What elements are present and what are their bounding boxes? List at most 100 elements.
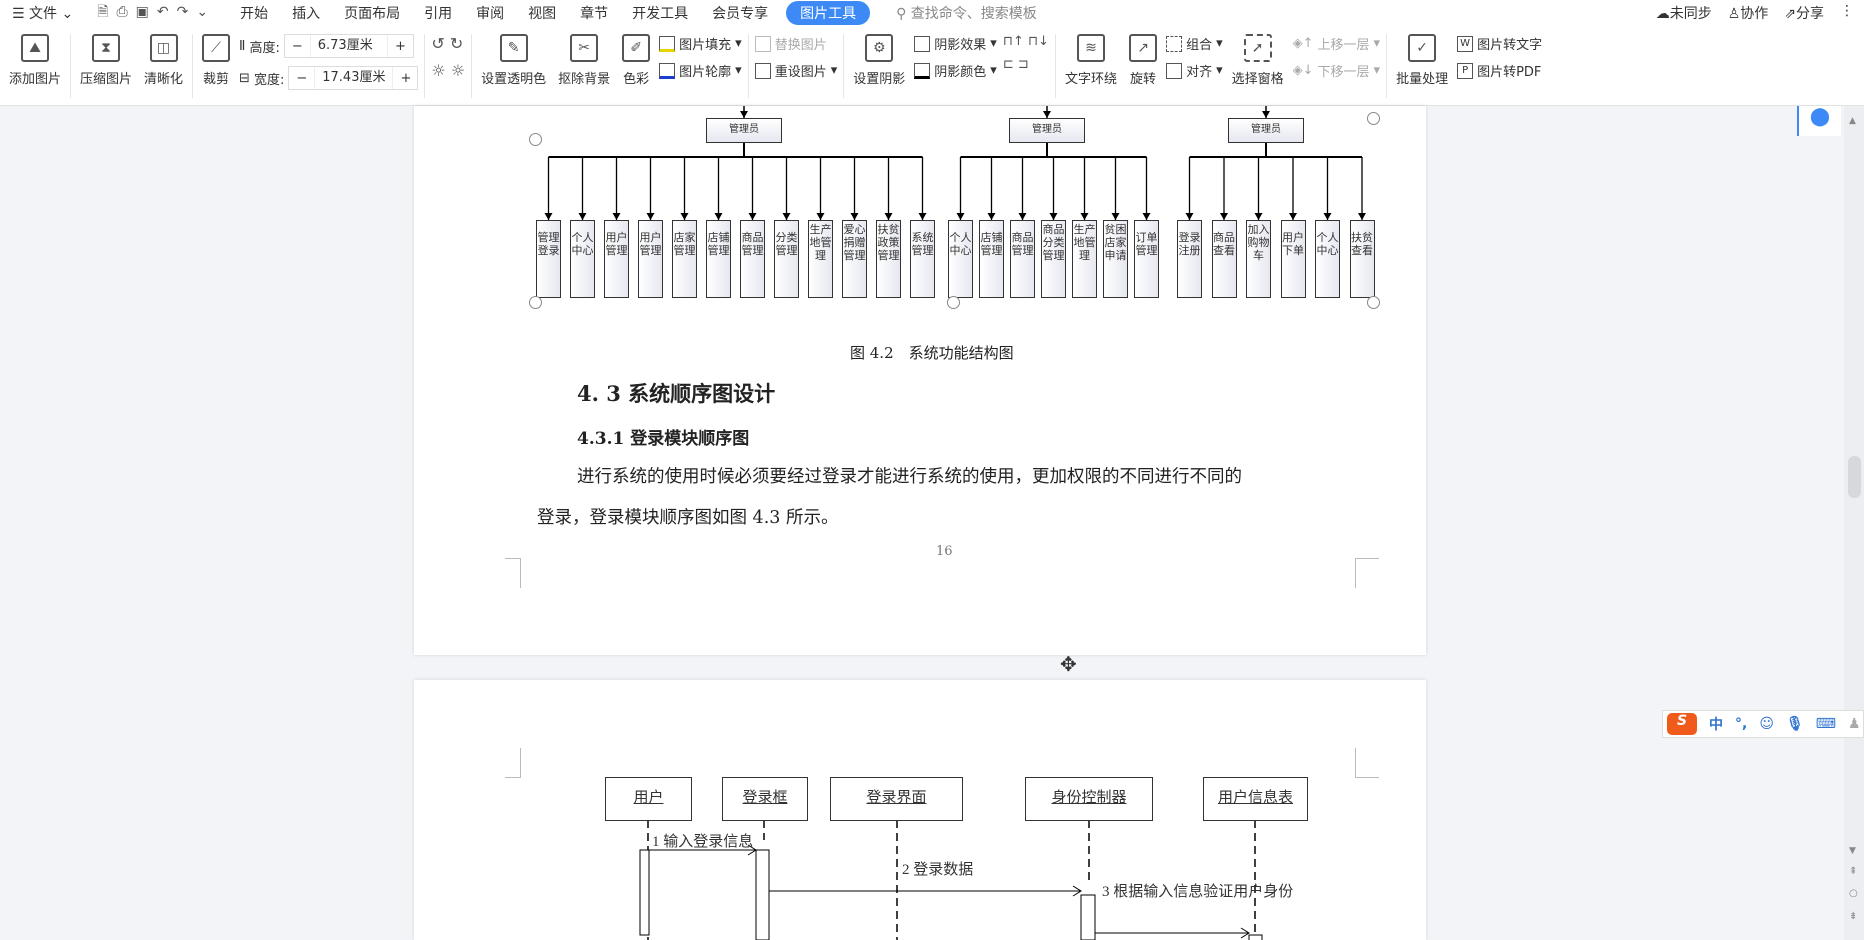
actor-user-info-table[interactable]: 用户信息表 bbox=[1203, 777, 1308, 821]
reset-button[interactable]: 重设图片▾ bbox=[754, 61, 837, 80]
selection-handle[interactable] bbox=[1367, 296, 1380, 309]
diagram-leaf-node[interactable]: 个人中心 bbox=[570, 220, 595, 298]
sync-button[interactable]: ☁未同步 bbox=[1656, 3, 1712, 23]
diagram-leaf-node[interactable]: 生产地管理 bbox=[1072, 220, 1097, 298]
diagram-leaf-node[interactable]: 商品查看 bbox=[1211, 220, 1237, 298]
diagram-leaf-node[interactable]: 管理登录 bbox=[536, 220, 561, 298]
diagram-leaf-node[interactable]: 店家管理 bbox=[672, 220, 697, 298]
height-decrement[interactable]: − bbox=[291, 38, 303, 54]
actor-login-box[interactable]: 登录框 bbox=[722, 777, 808, 821]
diagram-leaf-node[interactable]: 店铺管理 bbox=[706, 220, 731, 298]
sogou-logo-icon[interactable]: S bbox=[1667, 713, 1697, 735]
scroll-up-icon[interactable]: ▲ bbox=[1849, 116, 1856, 126]
color-button[interactable]: ✐色彩 bbox=[619, 34, 653, 87]
crop-button[interactable]: ⟋裁剪 bbox=[199, 34, 233, 87]
rotate-button[interactable]: ↗旋转 bbox=[1126, 34, 1160, 87]
diagram-leaf-node[interactable]: 加入购物车 bbox=[1246, 220, 1271, 298]
rotate-right-icon[interactable]: ↻ bbox=[449, 34, 464, 53]
batch-button[interactable]: ✓批量处理 bbox=[1393, 34, 1451, 87]
shadow-right-icon[interactable]: ⊐ bbox=[1017, 57, 1029, 72]
diagram-leaf-node[interactable]: 登录注册 bbox=[1177, 220, 1202, 298]
vertical-scrollbar[interactable]: ▲ ▼ ⇞ ○ ⇟ bbox=[1844, 106, 1864, 940]
width-decrement[interactable]: − bbox=[296, 70, 308, 86]
diagram-leaf-node[interactable]: 店铺管理 bbox=[979, 220, 1004, 298]
tab-references[interactable]: 引用 bbox=[424, 6, 453, 22]
outline-button[interactable]: 图片轮廓▾ bbox=[659, 61, 742, 80]
diagram-leaf-node[interactable]: 订单管理 bbox=[1134, 220, 1159, 298]
fill-button[interactable]: 图片填充▾ bbox=[659, 34, 742, 53]
compress-button[interactable]: ⧗压缩图片 bbox=[77, 34, 135, 87]
select-browse-icon[interactable]: ○ bbox=[1849, 888, 1858, 899]
diagram-leaf-node[interactable]: 用户管理 bbox=[604, 220, 629, 298]
selection-handle[interactable] bbox=[1367, 112, 1380, 125]
replace-button[interactable]: 替换图片 bbox=[754, 34, 838, 53]
diagram-root-node[interactable]: 管理员 bbox=[706, 118, 782, 143]
tab-picture-tools[interactable]: 图片工具 bbox=[786, 1, 871, 25]
selection-pane-button[interactable]: ➚选择窗格 bbox=[1229, 34, 1287, 87]
wrap-text-button[interactable]: ≋文字环绕 bbox=[1062, 34, 1120, 87]
tab-developer[interactable]: 开发工具 bbox=[632, 6, 689, 22]
scrollbar-thumb[interactable] bbox=[1848, 456, 1861, 498]
share-button[interactable]: ⇗分享 bbox=[1784, 3, 1824, 23]
add-picture-button[interactable]: ⛰添加图片 bbox=[6, 34, 64, 87]
width-input[interactable]: −17.43厘米+ bbox=[288, 66, 419, 90]
rotate-left-icon[interactable]: ↺ bbox=[431, 34, 445, 53]
collab-button[interactable]: ♙协作 bbox=[1728, 3, 1769, 23]
sharpen-button[interactable]: ◫清晰化 bbox=[141, 34, 186, 87]
diagram-leaf-node[interactable]: 个人中心 bbox=[948, 220, 973, 298]
diagram-leaf-node[interactable]: 扶贫政策管理 bbox=[876, 220, 901, 298]
tab-view[interactable]: 视图 bbox=[528, 6, 557, 22]
selection-handle[interactable] bbox=[529, 133, 542, 146]
selection-handle[interactable] bbox=[947, 296, 960, 309]
ime-user-icon[interactable]: ♟ bbox=[1847, 716, 1861, 732]
shadow-effect-button[interactable]: 阴影效果▾ bbox=[914, 34, 997, 53]
diagram-leaf-node[interactable]: 贫困店家申请 bbox=[1103, 220, 1128, 298]
shadow-color-button[interactable]: 阴影颜色▾ bbox=[914, 61, 997, 80]
brightness-down-icon[interactable]: ☼ bbox=[450, 61, 466, 80]
prev-page-icon[interactable]: ⇞ bbox=[1849, 866, 1858, 877]
bring-forward-button[interactable]: ◈↑上移一层▾ bbox=[1292, 36, 1381, 53]
next-page-icon[interactable]: ⇟ bbox=[1849, 911, 1858, 922]
diagram-leaf-node[interactable]: 系统管理 bbox=[910, 220, 935, 298]
actor-login-ui[interactable]: 登录界面 bbox=[830, 777, 963, 821]
shadow-left-icon[interactable]: ⊏ bbox=[1002, 57, 1014, 72]
diagram-leaf-node[interactable]: 商品管理 bbox=[740, 220, 765, 298]
tab-layout[interactable]: 页面布局 bbox=[344, 6, 401, 22]
scroll-down-icon[interactable]: ▼ bbox=[1849, 846, 1856, 856]
diagram-leaf-node[interactable]: 商品管理 bbox=[1010, 220, 1035, 298]
quick-access-icons[interactable]: 🗎⎙▣↶↷⌄ bbox=[97, 4, 217, 20]
shadow-up-icon[interactable]: ⊓↑ bbox=[1002, 34, 1024, 49]
navigation-pin-button[interactable]: ⬤ bbox=[1797, 106, 1841, 136]
ime-language-toggle[interactable]: 中 bbox=[1709, 717, 1723, 733]
actor-user[interactable]: 用户 bbox=[605, 777, 692, 821]
tab-insert[interactable]: 插入 bbox=[292, 6, 321, 22]
more-icon[interactable]: ⋮ bbox=[1840, 3, 1854, 19]
tab-review[interactable]: 审阅 bbox=[476, 6, 505, 22]
diagram-leaf-node[interactable]: 分类管理 bbox=[774, 220, 799, 298]
diagram-leaf-node[interactable]: 个人中心 bbox=[1315, 220, 1340, 298]
set-shadow-button[interactable]: ⚙设置阴影 bbox=[850, 34, 908, 87]
group-button[interactable]: 组合▾ bbox=[1166, 34, 1223, 53]
remove-bg-button[interactable]: ✂抠除背景 bbox=[555, 34, 613, 87]
diagram-root-node[interactable]: 管理员 bbox=[1009, 118, 1085, 143]
diagram-leaf-node[interactable]: 用户下单 bbox=[1280, 220, 1306, 298]
tab-member[interactable]: 会员专享 bbox=[712, 6, 769, 22]
height-value[interactable]: 6.73厘米 bbox=[309, 35, 388, 57]
height-increment[interactable]: + bbox=[394, 38, 406, 54]
height-input[interactable]: −6.73厘米 + bbox=[283, 34, 414, 58]
set-transparent-button[interactable]: ✎设置透明色 bbox=[478, 34, 549, 87]
diagram-leaf-node[interactable]: 商品分类管理 bbox=[1041, 220, 1066, 298]
diagram-leaf-node[interactable]: 生产地管理 bbox=[808, 220, 833, 298]
send-backward-button[interactable]: ◈↓下移一层▾ bbox=[1292, 63, 1381, 80]
ime-punctuation-toggle[interactable]: °, bbox=[1735, 716, 1748, 732]
selection-handle[interactable] bbox=[529, 296, 542, 309]
actor-identity-controller[interactable]: 身份控制器 bbox=[1025, 777, 1153, 821]
shadow-down-icon[interactable]: ⊓↓ bbox=[1028, 34, 1050, 49]
command-search[interactable]: ⚲ 查找命令、搜索模板 bbox=[884, 3, 1049, 23]
emoji-icon[interactable]: ☺ bbox=[1759, 716, 1774, 732]
diagram-leaf-node[interactable]: 扶贫查看 bbox=[1349, 220, 1375, 298]
microphone-icon[interactable]: 🎙 bbox=[1785, 716, 1804, 732]
function-structure-diagram[interactable]: 管理员管理登录个人中心用户管理用户管理店家管理店铺管理商品管理分类管理生产地管理… bbox=[414, 106, 1426, 316]
